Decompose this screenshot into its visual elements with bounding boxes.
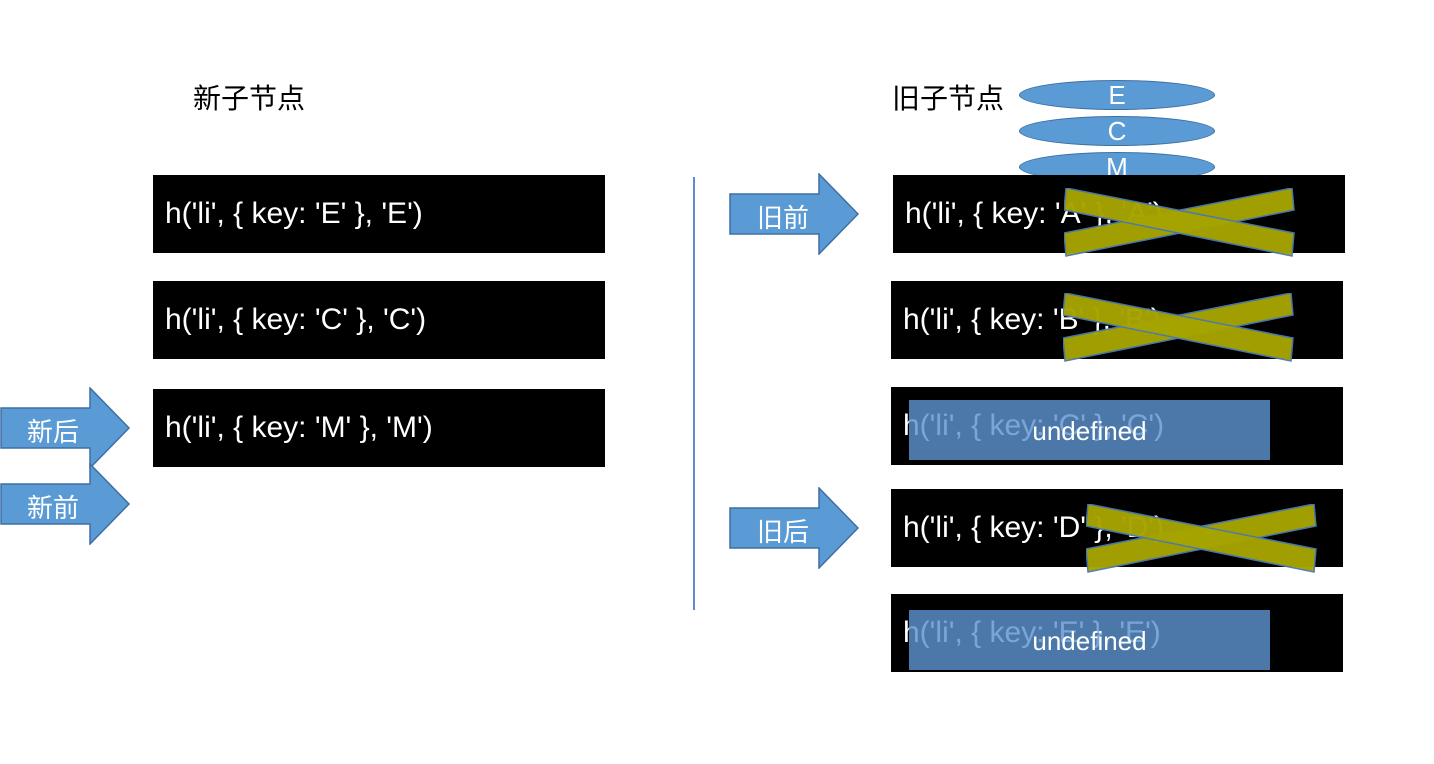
old-end-label: 旧后 bbox=[757, 518, 810, 548]
new-start-label: 新前 bbox=[27, 494, 80, 524]
column-divider bbox=[693, 177, 695, 610]
new-node-c: h('li', { key: 'C' }, 'C') bbox=[153, 281, 605, 359]
cross-out-mark-a bbox=[1064, 188, 1295, 257]
old-end-arrow bbox=[729, 487, 860, 569]
old-start-label: 旧前 bbox=[757, 204, 810, 234]
new-node-e: h('li', { key: 'E' }, 'E') bbox=[153, 175, 605, 253]
new-start-arrow bbox=[0, 463, 131, 545]
undefined-overlay-e: undefined bbox=[909, 610, 1270, 670]
stack-ellipse-e: E bbox=[1019, 80, 1215, 110]
cross-out-mark-d bbox=[1086, 504, 1317, 573]
new-node-m: h('li', { key: 'M' }, 'M') bbox=[153, 389, 605, 467]
new-end-label: 新后 bbox=[27, 418, 80, 448]
new-end-arrow bbox=[0, 387, 131, 469]
stack-ellipse-c: C bbox=[1019, 116, 1215, 146]
new-children-heading: 新子节点 bbox=[193, 82, 306, 115]
undefined-overlay-c: undefined bbox=[909, 400, 1270, 460]
old-start-arrow bbox=[729, 173, 860, 255]
old-children-heading: 旧子节点 bbox=[892, 82, 1005, 115]
cross-out-mark-b bbox=[1063, 293, 1294, 362]
